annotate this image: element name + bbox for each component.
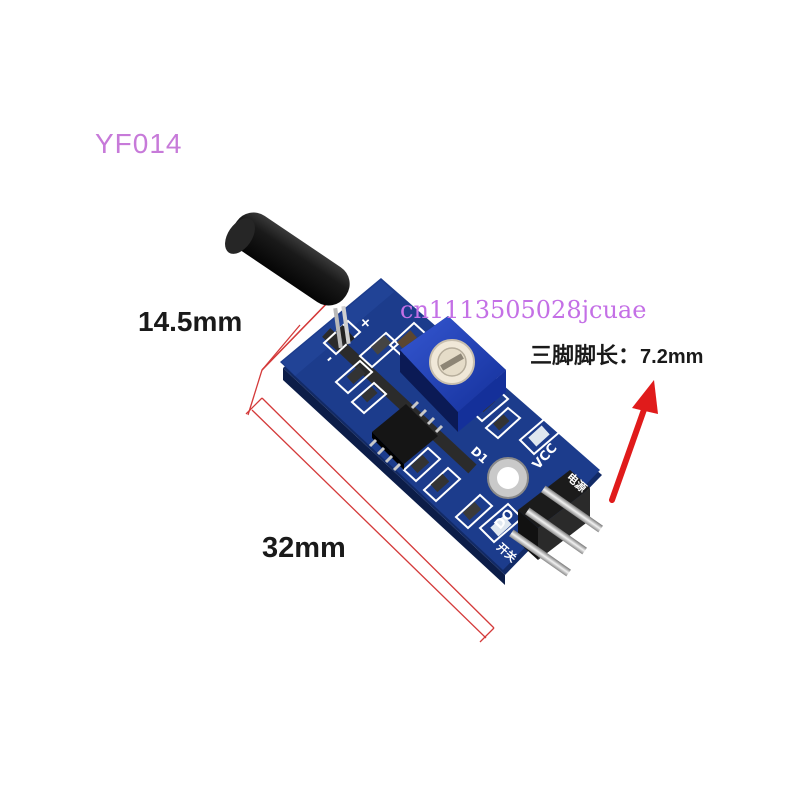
pin-header-bottom — [322, 328, 477, 474]
mounting-hole — [487, 457, 529, 499]
pin-length-note: 三脚脚长：7.2mm — [530, 338, 703, 370]
ic-chip — [368, 400, 444, 472]
length-dimension-label: 32mm — [262, 532, 346, 564]
seller-watermark: cn1113505028jcuae — [400, 296, 647, 324]
tilt-sensor — [225, 212, 351, 349]
pin-length-caption: 三脚脚长： — [530, 343, 641, 368]
length-dimension-lines — [245, 397, 495, 643]
model-label: YF014 — [95, 128, 183, 159]
potentiometer — [400, 316, 506, 432]
pin-header-right — [509, 470, 603, 577]
pin-length-value: 7.2mm — [640, 346, 704, 368]
pin-length-arrow — [609, 380, 658, 503]
height-dimension-label: 14.5mm — [138, 306, 243, 337]
